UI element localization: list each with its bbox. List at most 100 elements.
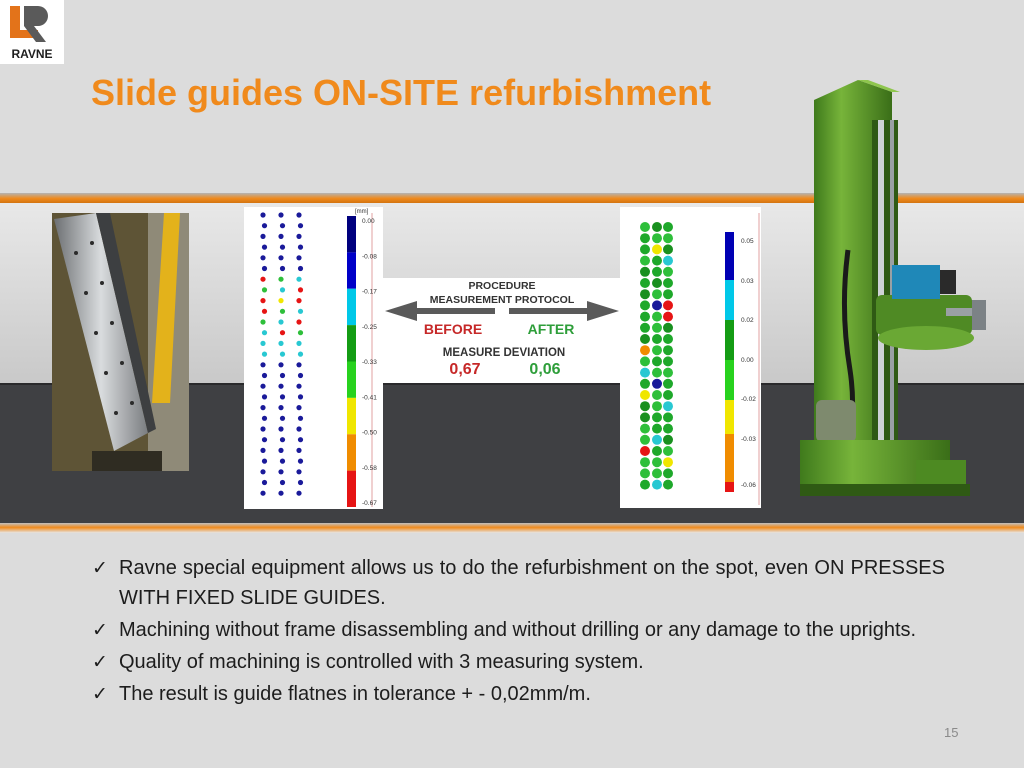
protocol-title-line-2: MEASUREMENT PROTOCOL (430, 294, 575, 306)
after-measurement-point (640, 401, 650, 412)
after-measurement-point (640, 434, 650, 445)
before-measurement-point (296, 340, 302, 346)
after-scale-tick-label: -0.06 (741, 482, 756, 489)
before-measurement-point (260, 383, 266, 389)
before-measurement-point (278, 233, 284, 239)
before-measurement-point (297, 308, 304, 314)
before-measurement-chart: [mm] 0.00-0.08-0.17-0.25-0.33-0.41-0.50-… (244, 207, 383, 509)
before-measurement-point (278, 405, 284, 411)
before-measurement-point (278, 212, 284, 218)
after-measurement-point (663, 222, 673, 232)
before-measurement-point (296, 298, 302, 304)
after-measurement-point (640, 300, 650, 311)
after-scale-segment (725, 400, 734, 434)
before-measurement-point (260, 490, 266, 496)
before-measurement-point (278, 447, 284, 453)
checkmark-icon: ✓ (92, 557, 108, 579)
after-measurement-point (663, 412, 673, 423)
after-measurement-point (663, 322, 673, 333)
before-measurement-point (297, 351, 304, 357)
before-measurement-point (279, 372, 286, 379)
before-scale-ticks: 0.00-0.08-0.17-0.25-0.33-0.41-0.50-0.58-… (362, 218, 377, 507)
checkmark-icon: ✓ (92, 651, 108, 673)
before-scale-tick-label: -0.50 (362, 430, 377, 437)
before-scale-segment (347, 434, 356, 471)
before-measurement-point (261, 223, 268, 229)
before-measurement-point (278, 490, 284, 496)
before-measurement-point (260, 426, 266, 432)
after-measurement-point (652, 244, 662, 255)
after-measurement-points (640, 222, 673, 490)
before-measurement-point (260, 340, 266, 346)
before-measurement-point (279, 223, 286, 229)
after-label: AFTER (528, 321, 575, 337)
after-measurement-point (652, 446, 662, 456)
band-bottom-stripe (0, 523, 1024, 533)
bullet-item: ✓Machining without frame disassembling a… (92, 615, 945, 645)
before-measurement-point (278, 383, 284, 389)
before-measurement-point (279, 308, 286, 314)
before-scale-tick-label: -0.08 (362, 253, 377, 260)
before-measurement-point (297, 244, 304, 250)
after-measurement-point (640, 278, 650, 288)
after-measurement-point (652, 233, 662, 244)
before-measurement-point (260, 469, 266, 475)
after-measurement-point (663, 334, 673, 344)
after-measurement-point (652, 434, 662, 445)
after-measurement-point (640, 311, 650, 322)
before-measurement-point (260, 233, 266, 239)
after-measurement-point (640, 356, 650, 367)
after-measurement-point (640, 412, 650, 423)
before-measurement-point (297, 265, 304, 272)
after-measurement-point (640, 266, 650, 277)
after-measurement-point (652, 266, 662, 277)
before-measurement-points (260, 212, 304, 496)
before-deviation-value: 0,67 (449, 361, 480, 378)
after-measurement-point (652, 278, 662, 288)
after-measurement-point (663, 300, 673, 311)
after-measurement-point (663, 266, 673, 277)
before-measurement-point (260, 319, 266, 325)
after-scale-segment (725, 434, 734, 482)
after-measurement-point (640, 423, 650, 434)
before-scale-segment (347, 288, 356, 326)
after-deviation-value: 0,06 (529, 361, 560, 378)
bullet-text: Ravne special equipment allows us to do … (119, 557, 945, 609)
before-scale-segment (347, 361, 356, 398)
before-scale-tick-label: -0.58 (362, 465, 377, 472)
protocol-title-line-1: PROCEDURE (468, 280, 535, 292)
after-measurement-point (663, 278, 673, 288)
before-measurement-point (261, 244, 268, 250)
ravne-logo-text: RAVNE (11, 47, 52, 61)
before-measurement-point (296, 212, 302, 218)
page-title: Slide guides ON-SITE refurbishment (91, 72, 712, 113)
before-measurement-point (297, 394, 304, 400)
before-measurement-point (296, 319, 302, 325)
before-measurement-point (279, 415, 286, 421)
after-scale-tick-label: -0.02 (741, 396, 756, 403)
after-measurement-point (652, 457, 662, 468)
before-measurement-point (297, 287, 304, 293)
before-measurement-point (278, 426, 284, 432)
bullet-item: ✓The result is guide flatnes in toleranc… (92, 679, 945, 709)
before-measurement-point (278, 319, 284, 325)
before-scale-tick-label: -0.41 (362, 394, 377, 401)
arrow-right-icon (509, 301, 619, 321)
after-measurement-point (663, 468, 673, 479)
after-measurement-point (640, 468, 650, 479)
after-measurement-point (640, 367, 650, 378)
before-measurement-point (279, 244, 286, 250)
before-color-scale (347, 216, 356, 507)
after-measurement-point (652, 378, 662, 389)
after-measurement-point (652, 289, 662, 300)
after-measurement-point (652, 468, 662, 479)
before-measurement-point (297, 479, 304, 486)
after-scale-ticks: 0.050.030.020.00-0.02-0.03-0.06 (741, 238, 756, 489)
before-scale-tick-label: 0.00 (362, 218, 375, 225)
after-measurement-point (663, 401, 673, 412)
after-measurement-point (652, 401, 662, 412)
after-measurement-point (640, 446, 650, 456)
before-scale-segment (347, 216, 356, 253)
after-measurement-point (640, 378, 650, 389)
before-measurement-point (297, 330, 304, 336)
